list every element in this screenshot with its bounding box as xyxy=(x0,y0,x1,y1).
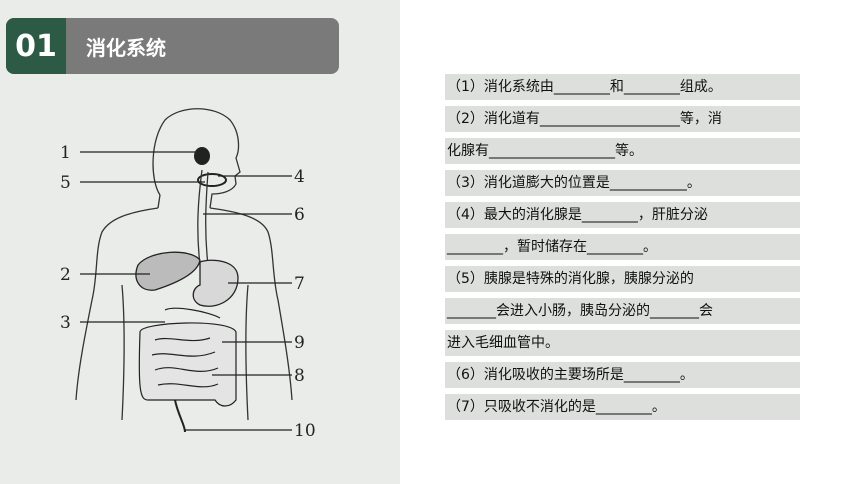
intestines xyxy=(138,307,237,433)
label-5: 5 xyxy=(60,173,71,193)
section-header: 01 消化系统 xyxy=(6,18,339,74)
label-10: 10 xyxy=(294,421,316,440)
body-outline xyxy=(75,108,293,421)
question-line: 化腺有__________________等。 xyxy=(445,138,800,164)
digestive-system-diagram: 1 5 2 3 4 6 7 9 8 10 xyxy=(60,108,316,440)
question-line: 进入毛细血管中。 xyxy=(445,330,800,356)
question-line: （3）消化道膨大的位置是___________。 xyxy=(445,170,800,196)
label-6: 6 xyxy=(294,205,305,225)
stomach xyxy=(192,259,239,307)
question-line: （1）消化系统由________和________组成。 xyxy=(445,74,800,100)
section-title: 消化系统 xyxy=(86,35,166,60)
question-line: （5）胰腺是特殊的消化腺，胰腺分泌的 xyxy=(445,266,800,292)
label-2: 2 xyxy=(60,265,71,285)
question-line: _______会进入小肠，胰岛分泌的_______会 xyxy=(445,298,800,324)
label-7: 7 xyxy=(294,274,305,294)
leader-lines xyxy=(80,151,292,431)
question-list: （1）消化系统由________和________组成。 （2）消化道有____… xyxy=(445,74,800,426)
label-3: 3 xyxy=(60,313,71,333)
label-4: 4 xyxy=(294,167,305,187)
liver xyxy=(135,251,201,291)
label-8: 8 xyxy=(294,366,305,386)
left-panel: 01 消化系统 xyxy=(0,0,400,484)
esophagus xyxy=(197,169,203,266)
question-line: （7）只吸收不消化的是________。 xyxy=(445,394,800,420)
label-1: 1 xyxy=(60,143,71,163)
question-line: （2）消化道有____________________等，消 xyxy=(445,106,800,132)
mouth-pharynx xyxy=(194,147,227,187)
question-line: ________，暂时储存在________。 xyxy=(445,234,800,260)
question-line: （6）消化吸收的主要场所是________。 xyxy=(445,362,800,388)
question-line: （4）最大的消化腺是________，肝脏分泌 xyxy=(445,202,800,228)
section-number: 01 xyxy=(6,18,66,74)
label-9: 9 xyxy=(294,333,305,353)
